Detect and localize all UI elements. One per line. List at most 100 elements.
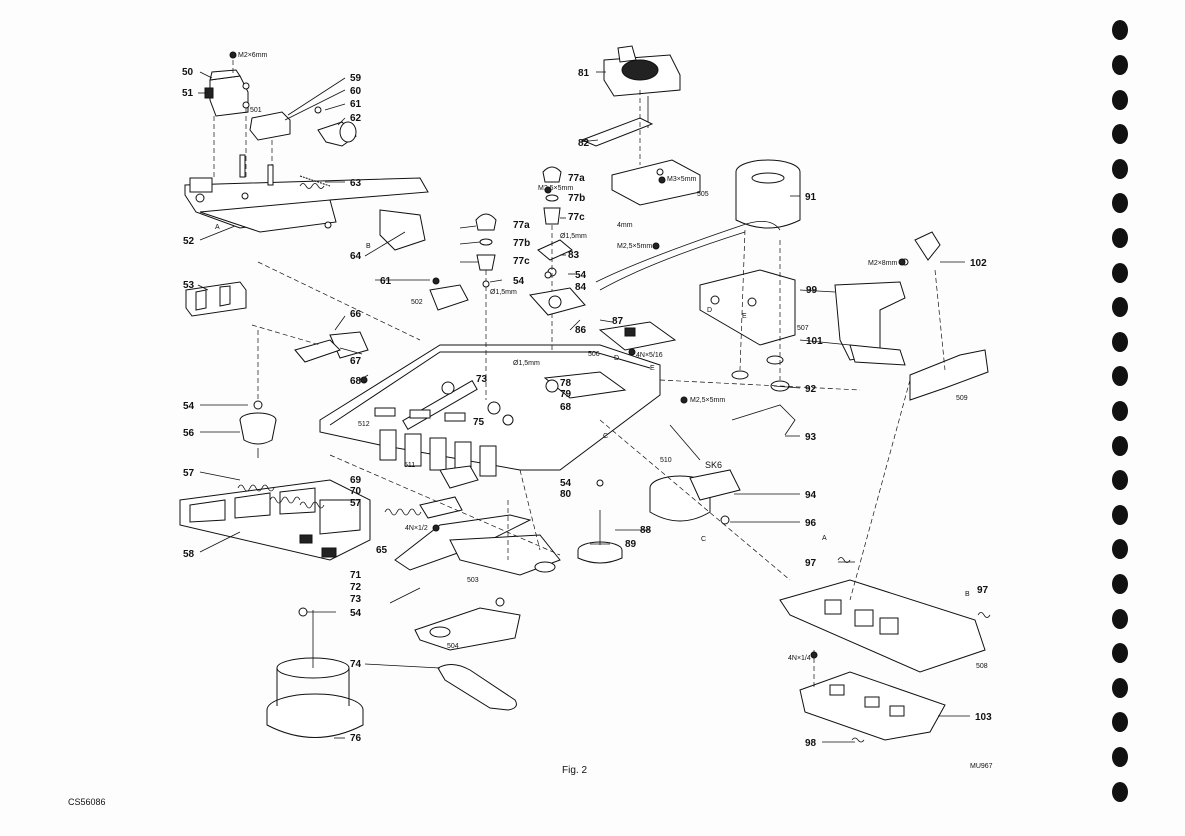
binder-hole bbox=[1112, 747, 1128, 767]
callout-77b-a: 77b bbox=[513, 238, 530, 249]
hardware-annotations: M2×6mm M2,5×5mm M3×5mm M2,5×5mm M2,5×5mm… bbox=[238, 52, 993, 770]
callout-66: 66 bbox=[350, 309, 362, 320]
callout-97a: 97 bbox=[805, 558, 817, 569]
callout-54b: 54 bbox=[513, 276, 525, 287]
callout-77a-b: 77a bbox=[568, 173, 585, 184]
note-4mm: 4mm bbox=[617, 222, 633, 229]
label-d2: D bbox=[614, 355, 619, 362]
rail-103 bbox=[799, 671, 946, 743]
callout-65: 65 bbox=[376, 545, 388, 556]
callout-91: 91 bbox=[805, 192, 817, 203]
callout-103: 103 bbox=[975, 712, 992, 723]
label-510: 510 bbox=[660, 457, 672, 464]
hardware-dots bbox=[360, 176, 906, 659]
callout-84: 84 bbox=[575, 282, 587, 293]
label-509: 509 bbox=[956, 395, 968, 402]
label-e2: E bbox=[650, 365, 655, 372]
label-c2: C bbox=[701, 536, 706, 543]
binder-hole bbox=[1112, 55, 1128, 75]
callout-69: 69 bbox=[350, 475, 362, 486]
callout-50: 50 bbox=[182, 67, 194, 78]
callout-labels: 50 51 52 53 54 56 57 58 59 60 61 62 63 6… bbox=[182, 67, 992, 749]
document-code: CS56086 bbox=[68, 797, 106, 807]
note-m3x5: M3×5mm bbox=[667, 176, 697, 183]
leader-lines bbox=[197, 71, 970, 743]
guide-99-101 bbox=[834, 281, 906, 366]
label-a1: A bbox=[215, 224, 220, 231]
flywheel-76 bbox=[266, 607, 364, 738]
label-e1: E bbox=[742, 313, 747, 320]
key-block-58 bbox=[179, 479, 371, 561]
binder-hole bbox=[1112, 401, 1128, 421]
note-m25x5-b: M2,5×5mm bbox=[617, 243, 652, 250]
binder-hole bbox=[1112, 539, 1128, 559]
callout-61b: 61 bbox=[380, 276, 392, 287]
binder-hole bbox=[1112, 678, 1128, 698]
callout-60: 60 bbox=[350, 86, 362, 97]
bracket-504 bbox=[414, 597, 521, 651]
callout-75: 75 bbox=[473, 417, 485, 428]
callout-54d: 54 bbox=[560, 478, 572, 489]
callout-64: 64 bbox=[350, 251, 362, 262]
callout-63: 63 bbox=[350, 178, 362, 189]
callout-74: 74 bbox=[350, 659, 362, 670]
label-506: 506 bbox=[588, 351, 600, 358]
binder-hole bbox=[1112, 228, 1128, 248]
label-502: 502 bbox=[411, 299, 423, 306]
binder-hole bbox=[1112, 263, 1128, 283]
callout-54e: 54 bbox=[350, 608, 362, 619]
callout-86: 86 bbox=[575, 325, 587, 336]
callout-54a: 54 bbox=[183, 401, 195, 412]
sub-labels: 501 502 503 504 505 506 507 508 509 510 … bbox=[215, 107, 988, 670]
callout-81: 81 bbox=[578, 68, 590, 79]
label-508: 508 bbox=[976, 663, 988, 670]
callout-61a: 61 bbox=[350, 99, 362, 110]
note-4n-12: 4N×1/2 bbox=[405, 525, 428, 532]
callout-89: 89 bbox=[625, 539, 637, 550]
callout-82: 82 bbox=[578, 138, 590, 149]
label-sk6: SK6 bbox=[705, 460, 722, 470]
label-d1: D bbox=[707, 307, 712, 314]
label-504: 504 bbox=[447, 643, 459, 650]
callout-99: 99 bbox=[806, 285, 818, 296]
pulley-89 bbox=[577, 510, 623, 564]
motor-94 bbox=[649, 424, 741, 525]
binder-hole bbox=[1112, 470, 1128, 490]
binder-hole bbox=[1112, 159, 1128, 179]
callout-94: 94 bbox=[805, 490, 817, 501]
arms-65-69-70 bbox=[394, 465, 561, 576]
label-b1: B bbox=[366, 243, 371, 250]
label-b2: B bbox=[965, 591, 970, 598]
binder-hole bbox=[1112, 505, 1128, 525]
callout-96: 96 bbox=[805, 518, 817, 529]
callout-97b: 97 bbox=[977, 585, 989, 596]
note-m25x5-a: M2,5×5mm bbox=[538, 185, 573, 192]
callout-92: 92 bbox=[805, 384, 817, 395]
note-dia-c: Ø1,5mm bbox=[513, 360, 540, 367]
bracket-505 bbox=[611, 90, 701, 206]
lever-87 bbox=[598, 321, 677, 351]
clip-53 bbox=[185, 281, 247, 317]
springs-57 bbox=[237, 183, 422, 516]
callout-57b: 57 bbox=[350, 498, 362, 509]
binder-hole bbox=[1112, 124, 1128, 144]
callout-73b: 73 bbox=[476, 374, 488, 385]
note-4n-14: 4N×1/4 bbox=[788, 655, 811, 662]
callout-93: 93 bbox=[805, 432, 817, 443]
lever-62 bbox=[299, 106, 357, 187]
callout-76: 76 bbox=[350, 733, 362, 744]
label-501: 501 bbox=[250, 107, 262, 114]
callout-52: 52 bbox=[183, 236, 195, 247]
binder-hole bbox=[1112, 297, 1128, 317]
label-503: 503 bbox=[467, 577, 479, 584]
binder-hole bbox=[1112, 574, 1128, 594]
main-chassis bbox=[294, 284, 661, 477]
callout-77c-b: 77c bbox=[568, 212, 585, 223]
callout-102: 102 bbox=[970, 258, 987, 269]
binder-hole bbox=[1112, 90, 1128, 110]
pins-77 bbox=[475, 166, 573, 400]
note-4n-516: 4N×5/16 bbox=[636, 352, 663, 359]
note-m25x5-c: M2,5×5mm bbox=[690, 397, 725, 404]
callout-101: 101 bbox=[806, 336, 823, 347]
callout-57a: 57 bbox=[183, 468, 195, 479]
